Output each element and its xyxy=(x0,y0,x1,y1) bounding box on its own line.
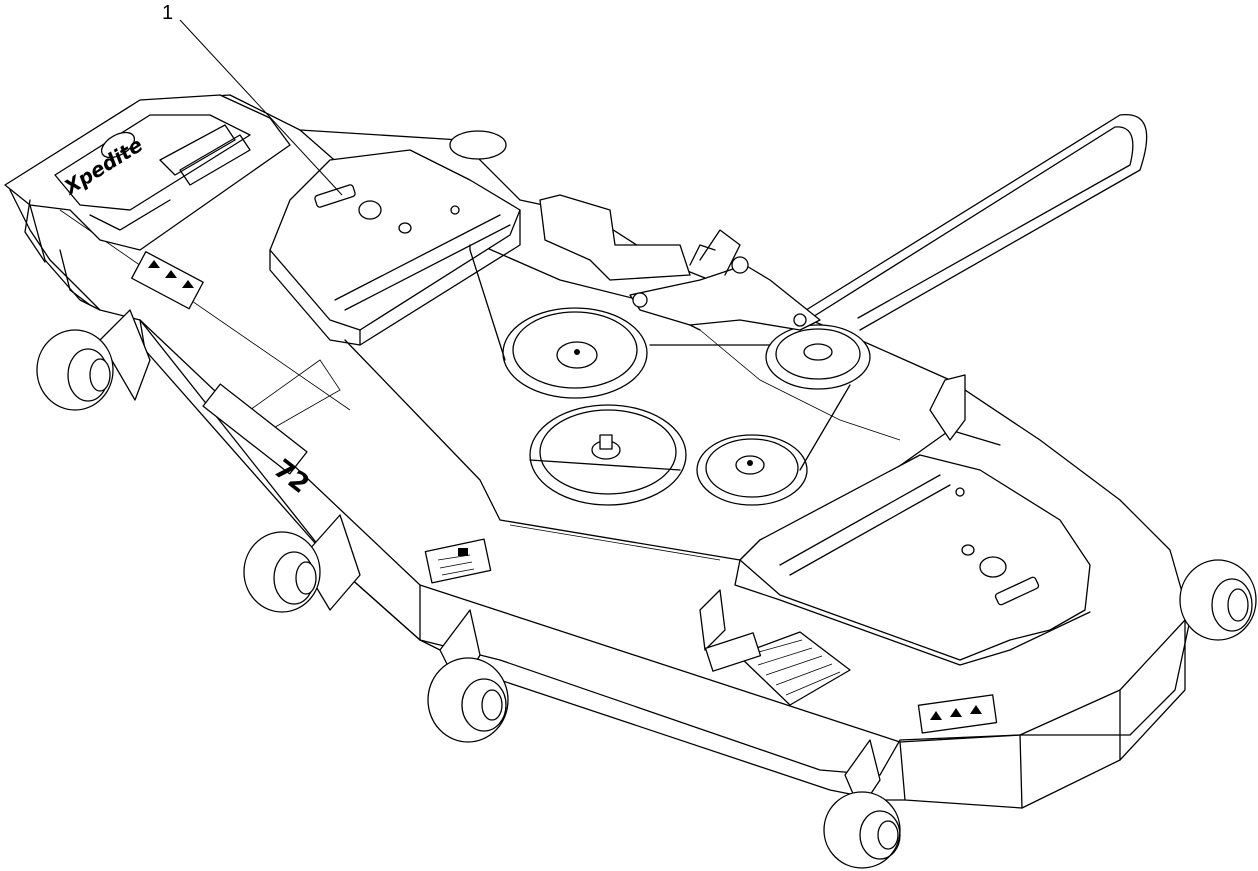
idler-arm-assembly xyxy=(629,229,821,331)
pulley-center xyxy=(529,404,687,506)
warning-decal-left xyxy=(131,251,204,310)
warning-decal-front xyxy=(917,694,998,734)
callout-number-1: 1 xyxy=(162,2,174,24)
gauge-wheel-left-rear xyxy=(243,531,321,613)
left-spindle-cover xyxy=(4,94,291,311)
drive-belt xyxy=(469,114,1148,471)
anti-scalp-roller-rear xyxy=(449,130,507,160)
gauge-wheel-front-right xyxy=(823,791,901,869)
gauge-wheel-left-front xyxy=(36,329,114,411)
idler-pulley xyxy=(765,324,871,390)
callout-1-leader xyxy=(179,19,343,196)
pulley-right-lower xyxy=(696,434,808,506)
gauge-wheel-front-center xyxy=(427,657,509,743)
grass-discharge-decal xyxy=(704,631,851,706)
top-spindle-cover xyxy=(269,149,521,346)
right-spindle-cover xyxy=(734,454,1091,666)
info-decal-side xyxy=(424,538,492,584)
pulley-left-upper xyxy=(502,307,648,399)
gauge-wheel-right-side xyxy=(1179,559,1257,641)
